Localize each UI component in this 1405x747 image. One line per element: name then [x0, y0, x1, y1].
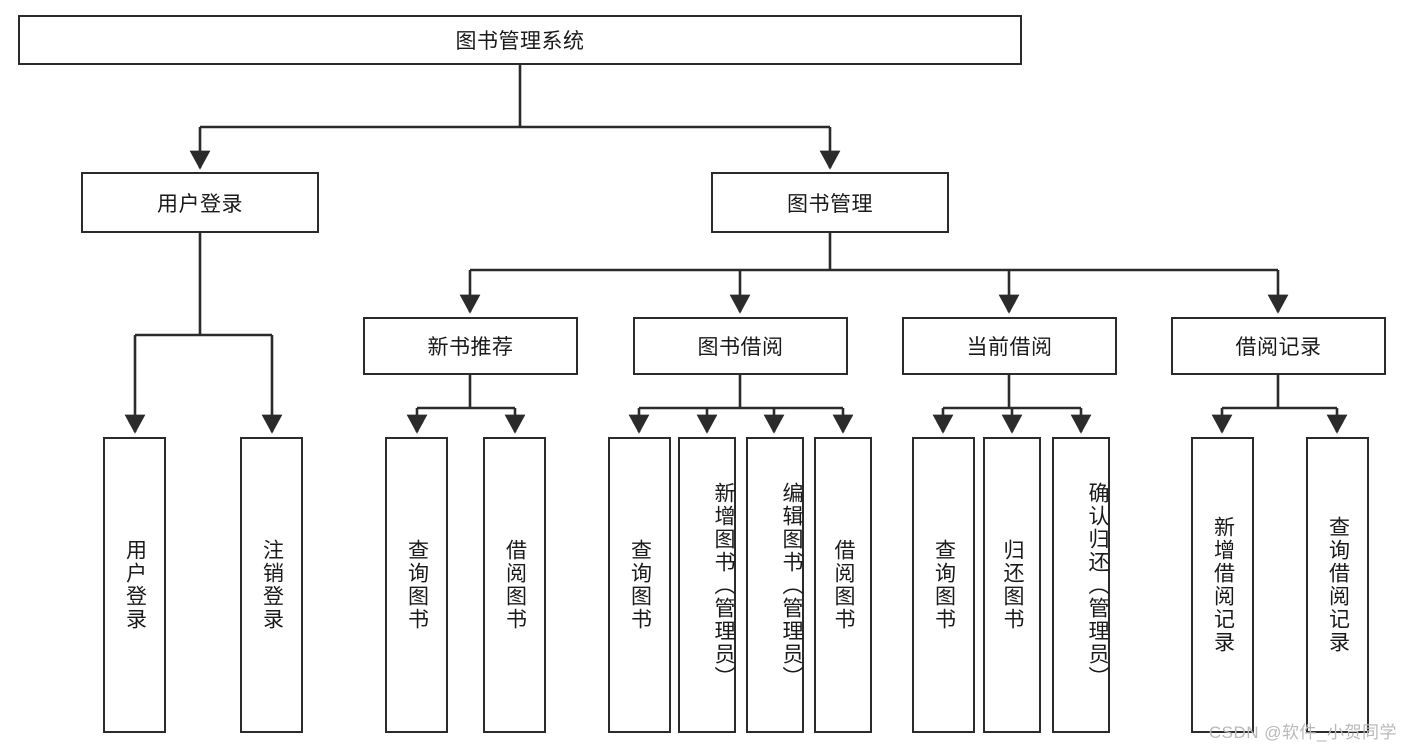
node-book-manage-label: 图书管理 — [787, 192, 873, 216]
node-borrow-record[interactable]: 借阅记录 — [1171, 317, 1386, 375]
leaf-user-logout-label: 注销登录 — [260, 539, 284, 631]
node-new-book-recommend-label: 新书推荐 — [427, 336, 514, 359]
leaf-user-logout[interactable]: 注销登录 — [240, 437, 303, 733]
node-user-login[interactable]: 用户登录 — [81, 172, 319, 233]
leaf-borrow-query-book[interactable]: 查询图书 — [608, 437, 671, 733]
leaf-borrow-edit-book[interactable]: 编辑图书（管理员） — [746, 437, 804, 733]
node-borrow-record-label: 借阅记录 — [1235, 336, 1322, 359]
leaf-user-login[interactable]: 用户登录 — [103, 437, 166, 733]
leaf-borrow-edit-book-label: 编辑图书（管理员） — [780, 481, 803, 689]
leaf-current-return-book[interactable]: 归还图书 — [983, 437, 1041, 733]
node-user-login-label: 用户登录 — [157, 192, 243, 216]
leaf-current-confirm-return-label: 确认归还（管理员） — [1086, 481, 1109, 689]
node-book-manage[interactable]: 图书管理 — [711, 172, 949, 233]
leaf-new-book-query[interactable]: 查询图书 — [385, 437, 448, 733]
node-current-borrow[interactable]: 当前借阅 — [902, 317, 1117, 375]
leaf-new-book-borrow[interactable]: 借阅图书 — [483, 437, 546, 733]
leaf-new-book-borrow-label: 借阅图书 — [503, 539, 527, 631]
leaf-user-login-label: 用户登录 — [123, 539, 147, 631]
leaf-current-confirm-return[interactable]: 确认归还（管理员） — [1052, 437, 1110, 733]
leaf-current-return-book-label: 归还图书 — [1001, 539, 1025, 631]
leaf-borrow-add-book[interactable]: 新增图书（管理员） — [678, 437, 736, 733]
node-root-label: 图书管理系统 — [455, 30, 585, 53]
node-new-book-recommend[interactable]: 新书推荐 — [363, 317, 578, 375]
leaf-record-add[interactable]: 新增借阅记录 — [1191, 437, 1254, 733]
leaf-record-query-label: 查询借阅记录 — [1326, 516, 1350, 654]
leaf-current-query-book[interactable]: 查询图书 — [912, 437, 975, 733]
leaf-new-book-query-label: 查询图书 — [405, 539, 429, 631]
node-book-borrow[interactable]: 图书借阅 — [633, 317, 848, 375]
leaf-current-query-book-label: 查询图书 — [932, 539, 956, 631]
watermark-text: CSDN @软件_小贺同学 — [1208, 723, 1397, 742]
node-root[interactable]: 图书管理系统 — [18, 15, 1022, 65]
node-current-borrow-label: 当前借阅 — [966, 336, 1053, 359]
leaf-borrow-borrow-book[interactable]: 借阅图书 — [814, 437, 872, 733]
leaf-borrow-borrow-book-label: 借阅图书 — [832, 539, 856, 631]
leaf-record-add-label: 新增借阅记录 — [1211, 516, 1235, 654]
node-book-borrow-label: 图书借阅 — [697, 336, 784, 359]
leaf-borrow-query-book-label: 查询图书 — [628, 539, 652, 631]
leaf-borrow-add-book-label: 新增图书（管理员） — [712, 481, 735, 689]
leaf-record-query[interactable]: 查询借阅记录 — [1306, 437, 1369, 733]
